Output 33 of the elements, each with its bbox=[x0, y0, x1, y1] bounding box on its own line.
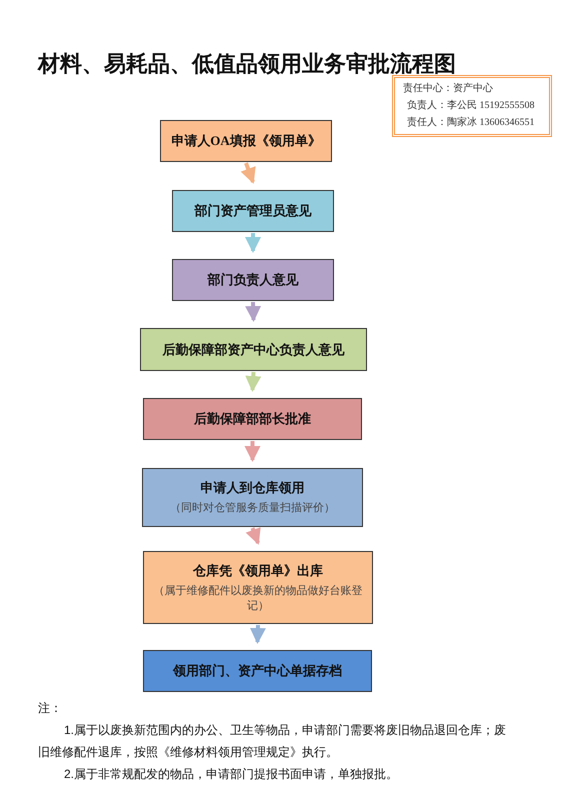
responsibility-text: 负责人：李公民 15192555508 bbox=[406, 99, 536, 113]
arrow bbox=[246, 527, 261, 545]
arrow bbox=[250, 624, 266, 644]
arrow bbox=[245, 233, 261, 253]
note-text: 2.属于非常规配发的物品，申请部门提报书面申请，单独报批。 bbox=[63, 766, 400, 783]
process-box bbox=[172, 190, 334, 232]
step-title: 申请人OA填报《领用单》 bbox=[171, 132, 321, 150]
step-title: 申请人到仓库领用 bbox=[200, 479, 304, 497]
step-note: （属于维修配件以废换新的物品做好台账登记） bbox=[152, 584, 364, 614]
step-note: （同时对仓管服务质量扫描评价） bbox=[170, 501, 335, 516]
step-title: 仓库凭《领用单》出库 bbox=[193, 562, 323, 580]
responsibility-text: 责任中心：资产中心 bbox=[403, 82, 494, 96]
arrow bbox=[245, 372, 262, 392]
process-box bbox=[140, 328, 367, 371]
process-box bbox=[160, 120, 332, 162]
process-box bbox=[142, 468, 363, 527]
diagram-title: 材料、易耗品、低值品领用业务审批流程图 bbox=[38, 50, 456, 78]
responsibility-text: 责任人：陶家冰 13606346551 bbox=[406, 116, 536, 130]
step-title: 后勤保障部资产中心负责人意见 bbox=[162, 340, 344, 358]
process-box bbox=[172, 259, 334, 301]
step-title: 后勤保障部部长批准 bbox=[194, 410, 311, 428]
step-title: 部门负责人意见 bbox=[208, 271, 298, 289]
process-box bbox=[143, 650, 372, 692]
note-text: 1.属于以废换新范围内的办公、卫生等物品，申请部门需要将废旧物品退回仓库；废旧维修配件退库，按照《维修材料领用管理规定》执行。 bbox=[38, 722, 508, 761]
step-title: 领用部门、资产中心单据存档 bbox=[173, 662, 342, 680]
process-box bbox=[143, 551, 373, 624]
process-box bbox=[143, 398, 362, 440]
arrow bbox=[244, 441, 260, 462]
step-title: 部门资产管理员意见 bbox=[194, 202, 312, 220]
arrow bbox=[245, 302, 262, 322]
arrow bbox=[240, 162, 256, 184]
responsibility-box bbox=[392, 75, 552, 137]
note-text: 注： bbox=[38, 700, 63, 717]
